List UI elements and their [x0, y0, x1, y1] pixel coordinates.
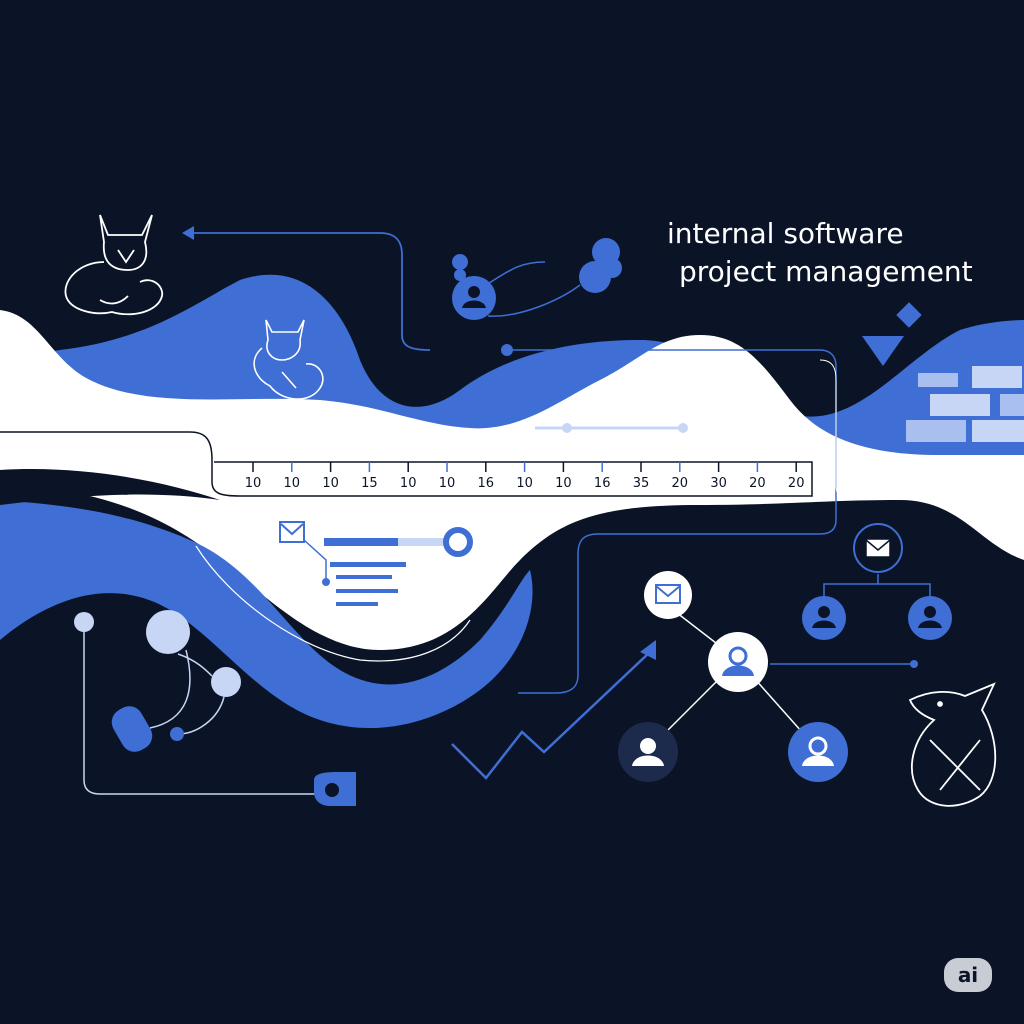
- bird-icon: [908, 682, 997, 807]
- title-line-2: project management: [679, 255, 973, 288]
- ruler-tick-label: 30: [710, 476, 727, 491]
- connector-dot: [501, 344, 513, 356]
- graph-nodes-left: [74, 610, 356, 806]
- white-band: [0, 310, 1024, 650]
- ruler-tick-label: 10: [555, 476, 572, 491]
- ruler-tick-label: 10: [284, 476, 301, 491]
- fox-icon: [253, 319, 324, 400]
- diamond-icon: [896, 302, 922, 328]
- ruler-tick-label: 10: [439, 476, 456, 491]
- ruler-tick-label: 10: [245, 476, 262, 491]
- user-icon: [618, 722, 678, 782]
- mail-node: [644, 571, 692, 619]
- arrow-icon: [182, 226, 194, 240]
- ruler-tick-label: 10: [400, 476, 417, 491]
- title-line-1: internal software: [667, 217, 904, 250]
- ai-badge-label: ai: [958, 963, 978, 987]
- ruler-tick-label: 10: [322, 476, 339, 491]
- user-icon: [788, 722, 848, 782]
- ruler-tick-label: 15: [361, 476, 378, 491]
- connector-line-right: [819, 359, 856, 501]
- white-wave-right: [860, 470, 1024, 560]
- ruler-tick-label: 20: [672, 476, 689, 491]
- triangle-icon: [862, 336, 904, 366]
- ruler-tick-label: 20: [749, 476, 766, 491]
- ruler-tick-label: 35: [633, 476, 650, 491]
- user-icon: [708, 632, 768, 692]
- timeline-ruler: 10 10 10 15 10 10 16 10 10 16 35 20 30 20 20: [0, 431, 813, 497]
- ruler-tick-label: 10: [516, 476, 533, 491]
- connector-line-mid: [507, 349, 837, 694]
- connector-line-top: [190, 232, 431, 351]
- bricks-icon: [906, 366, 1024, 442]
- ruler-tick-label: 16: [478, 476, 495, 491]
- slider[interactable]: [535, 423, 688, 433]
- user-icon: [908, 596, 952, 640]
- ruler-tick-label: 16: [594, 476, 611, 491]
- mail-icon: [279, 521, 305, 543]
- fox-icon: [64, 214, 164, 316]
- user-icon: [802, 596, 846, 640]
- blue-wave-bottom: [0, 500, 533, 729]
- ai-badge: ai: [944, 958, 992, 992]
- progress-list: [195, 527, 473, 662]
- dark-swoosh: [0, 469, 220, 505]
- ruler-tick-label: 20: [788, 476, 805, 491]
- user-node-cluster: [452, 238, 622, 320]
- mail-node-small: [853, 523, 903, 573]
- trend-arrow-icon: [451, 640, 656, 780]
